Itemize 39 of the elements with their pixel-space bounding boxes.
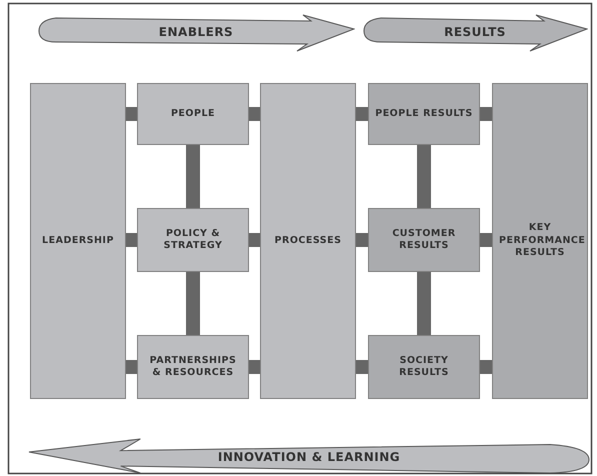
node-label: ENABLERS xyxy=(158,25,234,41)
arrow-banner xyxy=(37,14,355,52)
connector-bar xyxy=(126,360,137,374)
node-label: INNOVATION & LEARNING xyxy=(218,450,400,466)
connector-bar xyxy=(249,360,260,374)
connector-bar xyxy=(356,233,368,247)
connector-bar xyxy=(186,145,200,208)
process-box xyxy=(368,83,480,145)
process-box xyxy=(137,208,249,272)
node-label: CUSTOMER RESULTS xyxy=(391,228,457,252)
process-box xyxy=(260,83,356,399)
connector-bar xyxy=(417,272,431,335)
connector-bar xyxy=(417,145,431,208)
process-box xyxy=(368,208,480,272)
node-label: LEADERSHIP xyxy=(42,234,114,248)
process-box xyxy=(30,83,126,399)
process-box xyxy=(137,335,249,399)
connector-bar xyxy=(356,107,368,121)
process-box xyxy=(137,83,249,145)
node-label: POLICY & STRATEGY xyxy=(162,228,224,252)
connector-bar xyxy=(249,233,260,247)
connector-bar xyxy=(480,107,492,121)
node-label: RESULTS xyxy=(444,25,506,41)
connector-bar xyxy=(126,233,137,247)
node-label: PEOPLE RESULTS xyxy=(375,108,473,120)
process-box xyxy=(368,335,480,399)
connector-bar xyxy=(126,107,137,121)
connector-bar xyxy=(356,360,368,374)
connector-bar xyxy=(249,107,260,121)
connector-bar xyxy=(480,360,492,374)
node-label: SOCIETY RESULTS xyxy=(398,354,450,380)
node-label: PROCESSES xyxy=(274,234,342,248)
arrow-banner xyxy=(28,438,590,474)
arrow-banner xyxy=(362,14,588,52)
connector-bar xyxy=(186,272,200,335)
connector-bar xyxy=(480,233,492,247)
process-box xyxy=(492,83,588,399)
node-label: PARTNERSHIPS & RESOURCES xyxy=(148,354,238,380)
node-label: PEOPLE xyxy=(170,108,216,120)
